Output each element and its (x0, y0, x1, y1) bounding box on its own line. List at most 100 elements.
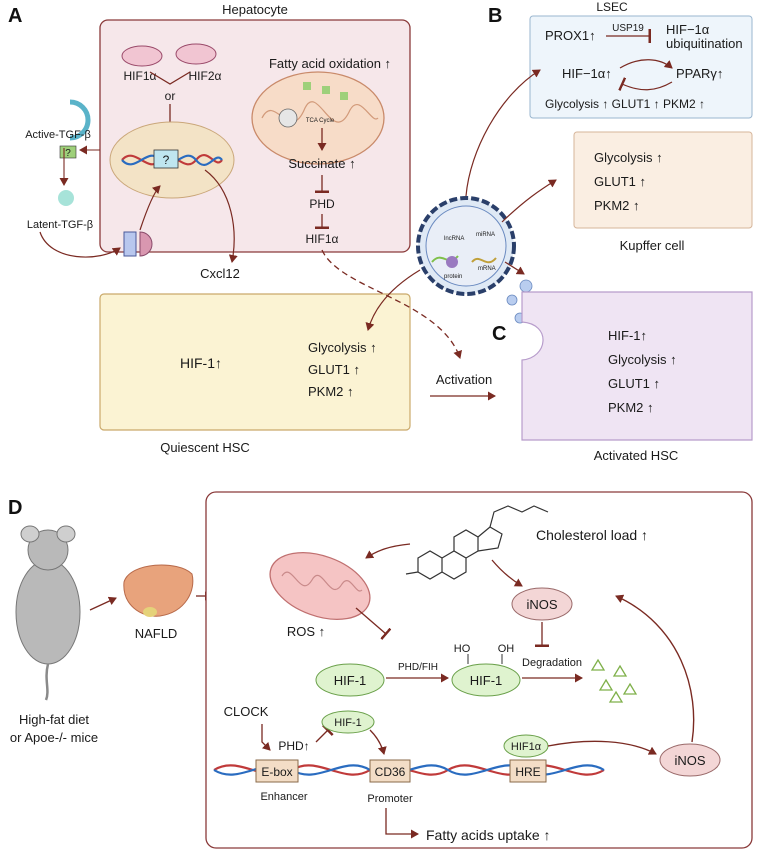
cxcl12-label: Cxcl12 (200, 266, 240, 281)
receptor-to-nucleus-arrow (139, 185, 161, 231)
lsec-bottom: Glycolysis ↑ GLUT1 ↑ PKM2 ↑ (545, 97, 705, 111)
enhancer-label: Enhancer (260, 791, 307, 803)
mouse-label-1: High-fat diet (19, 712, 89, 727)
clock-arrow (261, 724, 271, 751)
activated-item-hif: HIF-1↑ (608, 328, 647, 343)
inos-top-oval (511, 587, 573, 621)
tgf-receptor-rect (123, 231, 137, 257)
kupffer-cell (573, 131, 753, 229)
cd36-label: CD36 (375, 765, 406, 779)
tgf-unknown-label: ? (65, 148, 71, 159)
activated-item-pkm2: PKM2 ↑ (608, 400, 654, 415)
vesicle-mirna: miRNA (476, 232, 495, 238)
lsec-usp19: USP19 (612, 23, 644, 34)
vesicle-to-activated-arrow (504, 261, 525, 275)
hif1-left-oval (315, 663, 385, 697)
mitochondrion-d-cristae (281, 571, 363, 592)
unknown-factor-box (153, 149, 179, 169)
cd36-box (369, 759, 411, 783)
vesicle-mrna: mRNA (478, 266, 496, 272)
vesicle-protein: protein (444, 274, 462, 280)
hif-to-ppar-arrow (619, 59, 673, 69)
tgf-receptor-half (139, 231, 153, 257)
ho-label: HO (454, 643, 471, 655)
vesicle-lncrna: lncRNA (444, 236, 464, 242)
activated-item-glut1: GLUT1 ↑ (608, 376, 660, 391)
ppar-inhibit-hif (618, 77, 673, 92)
quiescent-hif: HIF-1↑ (180, 355, 222, 371)
phd-fih-label: PHD/FIH (398, 662, 438, 673)
hre-label: HRE (515, 765, 540, 779)
hre-box (509, 759, 547, 783)
unknown-factor-label: ? (163, 153, 170, 167)
mitochondrion-d (269, 552, 371, 620)
latent-tgf-label: Latent-TGF-β (27, 219, 93, 231)
quiescent-item-glut1: GLUT1 ↑ (308, 362, 360, 377)
activated-item-glycolysis: Glycolysis ↑ (608, 352, 677, 367)
receptor-icon (69, 99, 91, 141)
phd-d-label: PHD↑ (278, 739, 309, 753)
tca-dot-icon (322, 86, 330, 94)
hif1-left-label: HIF-1 (334, 673, 367, 688)
inos-right-label: iNOS (674, 753, 705, 768)
phd-inhibit-hif (315, 724, 334, 743)
promoter-label: Promoter (367, 793, 413, 805)
vesicle-inner (425, 205, 507, 287)
succinate-label: Succinate ↑ (288, 156, 355, 171)
ros-inhibit (355, 607, 392, 640)
cholesterol-label: Cholesterol load ↑ (536, 527, 648, 543)
mitochondrion (251, 71, 385, 165)
cholesterol-to-inos-arrow (491, 559, 523, 587)
quiescent-item-glycolysis: Glycolysis ↑ (308, 340, 377, 355)
mouse-icon (15, 525, 81, 701)
panel-label-b: B (488, 5, 502, 27)
clock-label: CLOCK (224, 704, 269, 719)
activated-hsc-title: Activated HSC (594, 448, 679, 463)
hif1-right-label: HIF-1 (470, 673, 503, 688)
vesicle-protein-icon (446, 256, 458, 268)
cd36-to-fatty-arrow (385, 808, 419, 839)
lsec-cell (529, 15, 753, 119)
gallbladder-icon (143, 607, 157, 617)
lsec-prox1: PROX1↑ (545, 28, 596, 43)
vesicle-rna-icon (471, 257, 497, 264)
hepatocyte-title: Hepatocyte (222, 2, 288, 17)
activated-hsc-cell (521, 291, 753, 441)
hepatocyte-hif2a: HIF2α (189, 69, 222, 83)
inos-top-label: iNOS (526, 597, 557, 612)
quiescent-hsc-title: Quiescent HSC (160, 440, 250, 455)
hre-to-inos-arrow (547, 740, 657, 755)
lsec-ppar: PPARγ↑ (676, 66, 723, 81)
activation-label: Activation (436, 372, 492, 387)
mouse-label-2: or Apoe-/- mice (10, 730, 98, 745)
panel-label-c: C (492, 323, 506, 345)
quiescent-hsc-cell (99, 293, 411, 431)
hif1-small-oval (321, 710, 375, 734)
hif1-small-label: HIF-1 (334, 717, 362, 729)
cholesterol-structure-icon (405, 505, 549, 580)
fatty-acids-label: Fatty acids uptake ↑ (426, 827, 551, 843)
ros-label: ROS ↑ (287, 624, 325, 639)
latent-to-receptor-arrow (39, 231, 121, 258)
hif-join-line (149, 71, 191, 85)
inos-feedback-arrow (615, 594, 695, 743)
tca-dot-icon (340, 92, 348, 100)
hif2a-oval (175, 43, 217, 65)
ebox-label: E-box (261, 765, 292, 779)
vesicle-to-quiescent-arrow (365, 269, 421, 331)
liver-icon (123, 564, 194, 617)
lsec-hif-ubiq-1: HIF−1α (666, 22, 710, 37)
hif1-right-oval (451, 663, 521, 697)
hif1a-d-label: HIF1α (511, 741, 542, 753)
fatty-acid-oxidation: Fatty acid oxidation ↑ (269, 56, 391, 71)
inos-right-oval (659, 743, 721, 777)
panel-label-d: D (8, 497, 22, 519)
lsec-title: LSEC (596, 0, 628, 14)
ebox-box (255, 759, 299, 783)
oh-label: OH (498, 643, 515, 655)
lsec-hif-ubiq-2: ubiquitination (666, 36, 743, 51)
vesicle-to-lsec-arrow (465, 69, 541, 197)
quiescent-item-pkm2: PKM2 ↑ (308, 384, 354, 399)
active-tgf-label: Active-TGF-β (25, 129, 91, 141)
